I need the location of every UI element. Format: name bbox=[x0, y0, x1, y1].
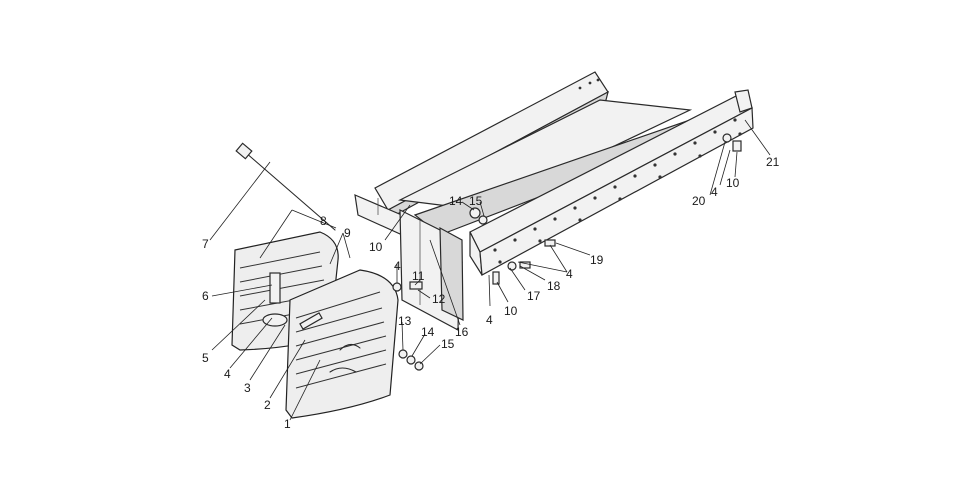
callout-1: 1 bbox=[284, 417, 291, 431]
callout-labels: 1 2 3 4 5 6 7 8 9 10 4 11 12 13 14 15 16… bbox=[202, 155, 780, 431]
callout-10: 10 bbox=[369, 240, 383, 254]
callout-14: 14 bbox=[421, 325, 435, 339]
callout-5: 5 bbox=[202, 351, 209, 365]
callout-11: 11 bbox=[412, 269, 425, 283]
callout-19: 19 bbox=[590, 253, 604, 267]
callout-10: 10 bbox=[726, 176, 740, 190]
callout-4: 4 bbox=[486, 313, 493, 327]
callout-4: 4 bbox=[566, 267, 573, 281]
callout-4: 4 bbox=[394, 259, 401, 273]
frame-rails bbox=[354, 71, 754, 331]
callout-3: 3 bbox=[244, 381, 251, 395]
front-weight-front bbox=[285, 269, 399, 419]
callout-15: 15 bbox=[441, 337, 455, 351]
rail-holes bbox=[493, 78, 742, 264]
callout-13: 13 bbox=[398, 314, 412, 328]
callout-2: 2 bbox=[264, 398, 271, 412]
leader-lines bbox=[209, 119, 771, 421]
callout-7: 7 bbox=[202, 237, 209, 251]
long-bolt bbox=[235, 142, 336, 231]
callout-14: 14 bbox=[449, 194, 463, 208]
callout-10: 10 bbox=[504, 304, 518, 318]
fasteners bbox=[262, 133, 742, 371]
callout-4: 4 bbox=[224, 367, 231, 381]
callout-18: 18 bbox=[547, 279, 561, 293]
callout-16: 16 bbox=[455, 325, 469, 339]
callout-20: 20 bbox=[692, 194, 706, 208]
callout-4: 4 bbox=[711, 185, 718, 199]
callout-9: 9 bbox=[344, 226, 351, 240]
callout-12: 12 bbox=[432, 292, 446, 306]
callout-15: 15 bbox=[469, 194, 483, 208]
callout-17: 17 bbox=[527, 289, 541, 303]
callout-6: 6 bbox=[202, 289, 209, 303]
callout-21: 21 bbox=[766, 155, 780, 169]
callout-8: 8 bbox=[320, 214, 327, 228]
